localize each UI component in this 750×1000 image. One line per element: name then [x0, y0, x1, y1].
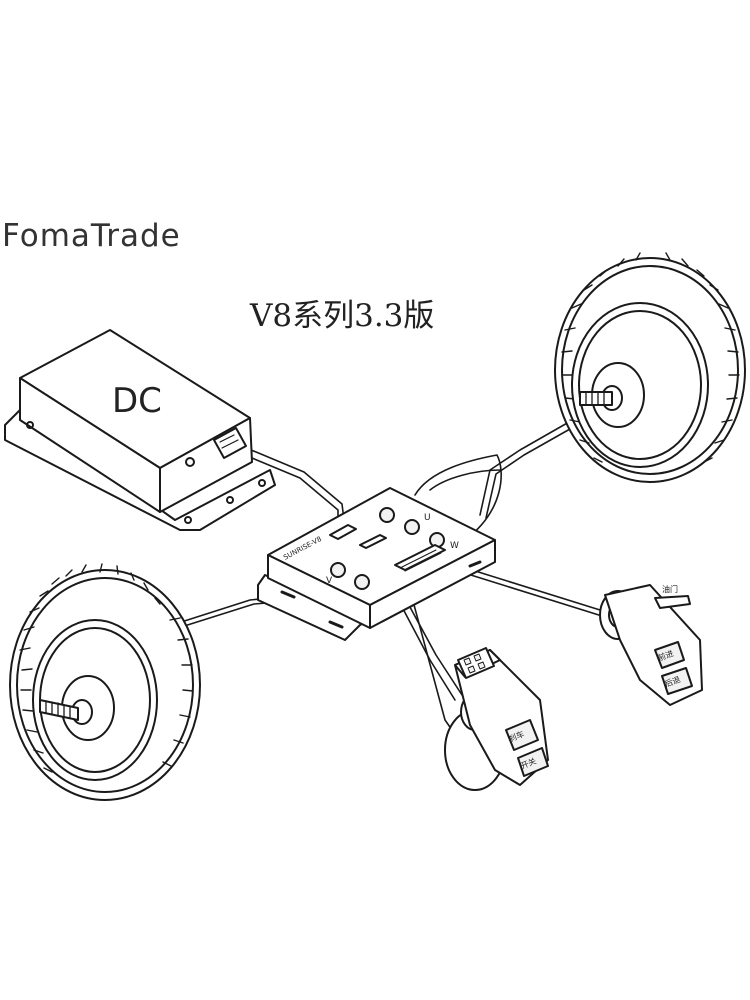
phase-label-u: U [424, 513, 431, 523]
phase-label-w: W [450, 541, 459, 551]
dc-power-box: DC [4, 329, 276, 531]
right-throttle-switch: 前进 后退 油门 [599, 584, 703, 706]
right-wheel [554, 252, 746, 483]
right-wheel-tread [561, 252, 740, 463]
left-wheel-tread [19, 563, 194, 773]
left-handlebar-switch: 刹车 开关 [444, 647, 549, 791]
left-wheel [9, 563, 201, 801]
controller-terminals [330, 507, 445, 590]
dc-box-label: DC [112, 381, 162, 421]
controller-board: U V W SUNRISE-V8 [257, 487, 496, 641]
version-title: V8系列3.3版 [250, 298, 435, 334]
brand-logo-text: FomaTrade [2, 218, 181, 254]
throttle-label: 油门 [662, 584, 678, 594]
phase-label-v: V [326, 576, 333, 586]
